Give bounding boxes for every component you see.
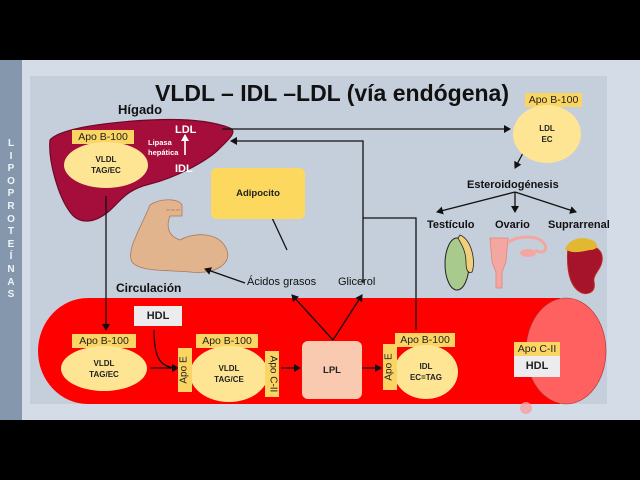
particle-line1: VLDL [95, 155, 117, 164]
particle-line1: VLDL [93, 358, 115, 368]
blood-vldl2-apo-c2: Apo C-II [265, 351, 279, 397]
particle-line2: TAG/EC [89, 369, 119, 379]
testicle-label: Testículo [427, 219, 475, 231]
sidebar-letter: O [7, 175, 15, 187]
sidebar-letter: N [7, 263, 15, 275]
blood-idl-apo-e: Apo E [383, 344, 397, 390]
ovary-label: Ovario [495, 219, 530, 231]
apo-e-text: Apo E [179, 356, 190, 384]
fatty-acids-label: Ácidos grasos [247, 276, 317, 288]
particle-line1: IDL [419, 362, 433, 371]
hdl-box: HDL [134, 306, 182, 326]
liver-apo-b100: Apo B-100 [72, 130, 134, 144]
arrow-to-testicle [436, 191, 516, 215]
arrow-ldl-to-steroid [514, 152, 524, 169]
connector-idl [363, 217, 417, 330]
hdl-right-box: HDL [514, 356, 560, 377]
ldl-apo-b100: Apo B-100 [525, 93, 582, 107]
blood-idl-particle: IDL EC=TAG [394, 345, 458, 399]
blood-vldl1-apo-b100: Apo B-100 [72, 334, 136, 348]
ovary-icon [489, 235, 548, 289]
cursor-dot [520, 402, 532, 414]
blood-vldl2-apo-b100: Apo B-100 [196, 334, 258, 348]
slide-title: VLDL – IDL –LDL (vía endógena) [155, 80, 510, 106]
particle-line1: LDL [539, 124, 555, 133]
particle-line2: EC=TAG [409, 373, 443, 382]
circulation-label: Circulación [116, 281, 182, 295]
adipocyte-box: Adipocito [211, 168, 305, 219]
sidebar-letter: L [7, 138, 15, 149]
hdl-right-apo-c2: Apo C-II [514, 342, 560, 356]
sidebar-letter: P [7, 163, 15, 175]
sidebar-letter: T [7, 226, 15, 238]
blood-vldl2-particle: VLDL TAG/CE [190, 346, 268, 402]
sidebar-letter: I [9, 150, 13, 162]
muscle-icon [130, 199, 229, 273]
testicle-icon [444, 234, 474, 291]
arrows [102, 125, 577, 372]
glycerol-label: Glicerol [338, 276, 376, 288]
particle-line2: TAG/CE [214, 375, 244, 384]
liver-idl-label: IDL [175, 163, 193, 175]
arrow-lpl-to-fa [291, 294, 334, 341]
blood-vldl1-particle: VLDL TAG/EC [61, 346, 147, 391]
hepatic-lipase-line2: hepática [148, 148, 179, 157]
liver-vldl-particle: VLDL TAG/EC [64, 142, 148, 188]
arrow-fa-to-muscle [204, 267, 246, 284]
apo-e-text: Apo E [384, 353, 395, 381]
adrenal-icon [565, 238, 603, 295]
hepatic-lipase-label: Lipasa hepática [148, 138, 178, 158]
blood-vldl2-apo-e: Apo E [178, 348, 192, 392]
lpl-box: LPL [302, 341, 362, 399]
adrenal-label: Suprarrenal [548, 219, 610, 231]
particle-line2: TAG/EC [91, 166, 121, 175]
particle-line1: VLDL [218, 364, 240, 373]
sidebar-letter: Í [9, 251, 13, 263]
sidebar-letter: O [7, 213, 15, 225]
sidebar-letter: E [7, 238, 15, 250]
arrow-lpl-to-glycerol [332, 294, 363, 341]
sidebar-letter: S [7, 289, 15, 301]
arrow-to-adrenal [514, 191, 577, 214]
arrow-idl-to-liver [230, 137, 364, 283]
ldl-particle: LDL EC [513, 105, 581, 163]
hepatic-lipase-line1: Lipasa [148, 138, 172, 147]
liver-label: Hígado [118, 102, 163, 117]
sidebar-letter: R [7, 200, 15, 212]
sidebar-letter: P [7, 188, 15, 200]
liver-ldl-label: LDL [175, 124, 197, 136]
blood-idl-apo-b100: Apo B-100 [395, 333, 455, 347]
sidebar [0, 60, 22, 420]
apo-c2-text: Apo C-II [267, 355, 278, 393]
particle-line2: EC [541, 135, 553, 144]
sidebar-letter: A [7, 276, 15, 288]
steroidogenesis-label: Esteroidogénesis [467, 179, 559, 191]
